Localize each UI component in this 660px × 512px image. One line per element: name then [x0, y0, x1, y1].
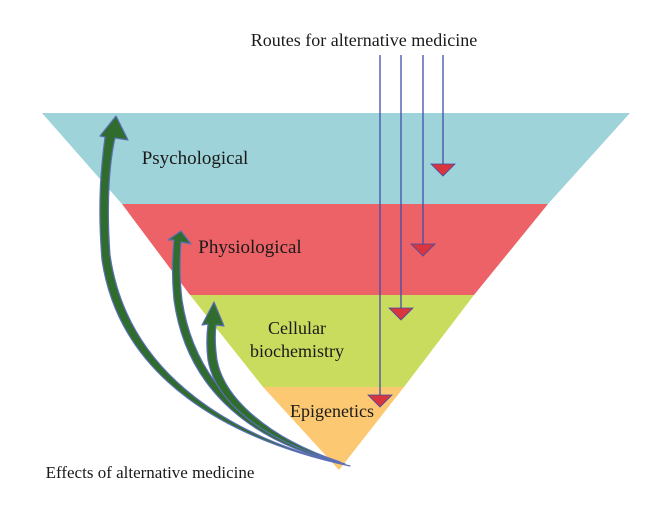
route-arrows — [367, 55, 456, 408]
route-arrowhead-psychological — [430, 163, 456, 177]
layer-physiological — [122, 204, 548, 295]
pyramid — [42, 113, 630, 470]
route-arrowhead-epigenetics — [367, 394, 393, 408]
effects-title: Effects of alternative medicine — [46, 463, 255, 482]
route-arrowhead-cellular — [388, 307, 414, 321]
label-epigenetics: Epigenetics — [290, 401, 374, 421]
routes-title: Routes for alternative medicine — [251, 30, 477, 50]
effect-arrow-psychological — [99, 115, 351, 467]
label-cellular: Cellular — [268, 318, 326, 338]
effect-arrows — [99, 115, 351, 467]
effect-arrow-cellular — [201, 301, 341, 463]
label-psychological: Psychological — [142, 148, 249, 169]
layer-psychological — [42, 113, 630, 204]
label-biochemistry: biochemistry — [250, 341, 344, 361]
label-physiological: Physiological — [198, 237, 301, 258]
layer-epigenetics — [263, 387, 404, 470]
route-arrowhead-physiological — [410, 243, 436, 257]
